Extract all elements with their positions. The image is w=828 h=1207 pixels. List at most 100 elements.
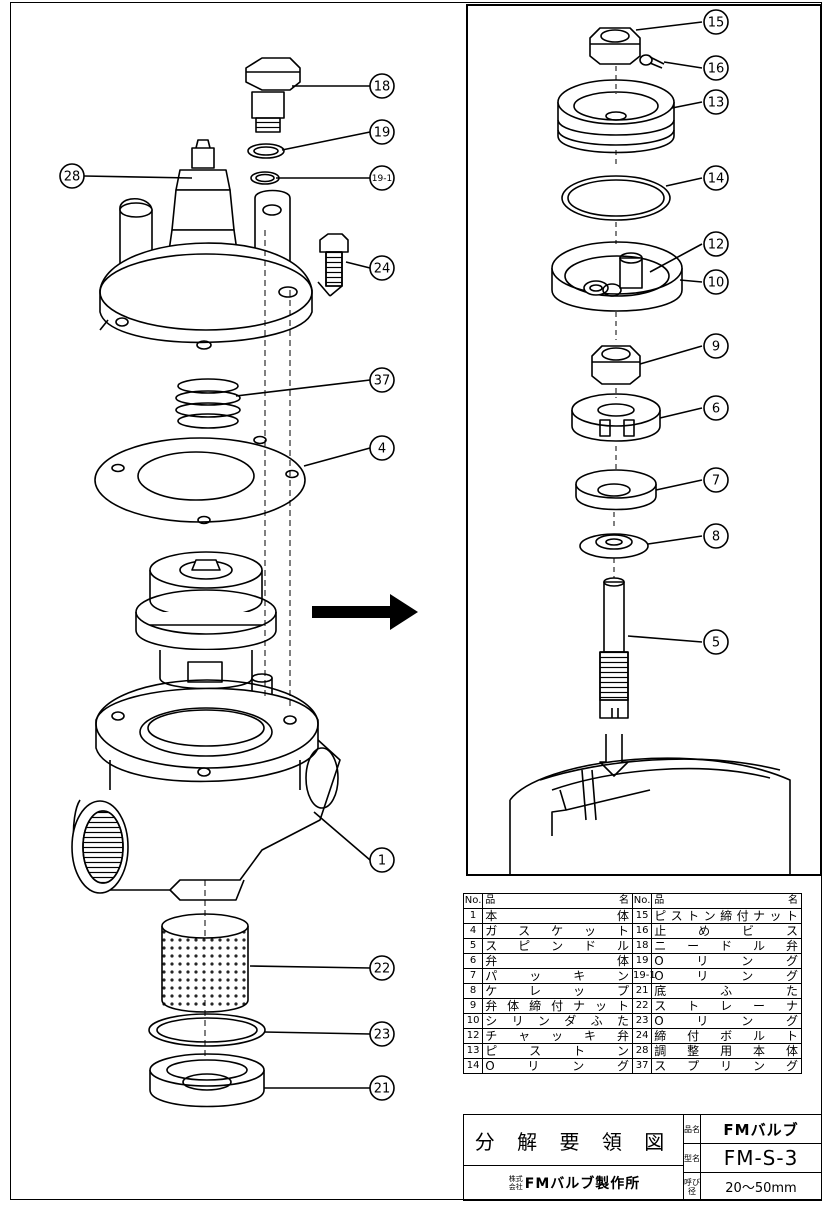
part-name: パッキン	[482, 968, 633, 984]
part-number: 6	[462, 953, 484, 969]
valve-disc-part-6	[571, 393, 661, 442]
part-number: 15	[631, 908, 653, 924]
callout-37: 37	[374, 374, 391, 389]
callout-5: 5	[712, 636, 720, 651]
company-prefix: 株式会社	[508, 1175, 523, 1191]
bottom-cover-part-21	[149, 1053, 265, 1108]
part-name: 締付ボルト	[651, 1028, 802, 1044]
nominal-size: 20〜50mm	[700, 1172, 822, 1201]
callout-24: 24	[374, 262, 391, 277]
part-name: Oリング	[651, 1013, 802, 1029]
part-number: 7	[462, 968, 484, 984]
company-name: FMバルブ製作所	[524, 1176, 641, 1192]
part-number: 4	[462, 923, 484, 939]
part-number: 24	[631, 1028, 653, 1044]
label-size: 呼び径	[683, 1172, 701, 1201]
callout-16: 16	[708, 62, 725, 77]
label-product: 品名	[683, 1114, 701, 1144]
label-model: 型名	[683, 1143, 701, 1173]
part-name: 調整用本体	[651, 1043, 802, 1059]
spring-part-37	[175, 378, 241, 429]
callout-21: 21	[374, 1082, 391, 1097]
title-block: 分 解 要 領 図 株式会社 FMバルブ製作所 品名 型名 呼び径 FMバルブ …	[463, 1114, 822, 1201]
part-name: スプリング	[651, 1058, 802, 1074]
part-number: 14	[462, 1058, 484, 1074]
part-name: ガスケット	[482, 923, 633, 939]
packing-part-7	[575, 469, 657, 511]
callout-19-1: 19-1	[372, 174, 392, 184]
part-name: シリンダふた	[482, 1013, 633, 1029]
part-number: 37	[631, 1058, 653, 1074]
o-ring-part-23	[148, 1013, 266, 1047]
part-number: 5	[462, 938, 484, 954]
valve-body-part-1	[71, 679, 341, 901]
part-number: 10	[462, 1013, 484, 1029]
part-number: 23	[631, 1013, 653, 1029]
piston-part-13	[557, 79, 675, 154]
part-number: 19	[631, 953, 653, 969]
part-name: Oリング	[482, 1058, 633, 1074]
o-ring-part-19	[247, 143, 285, 159]
callout-13: 13	[708, 96, 725, 111]
header-name-2: 品 名	[651, 893, 802, 909]
parts-table-header: No. 品 名 No. 品 名	[462, 893, 802, 909]
needle-valve-part-18	[245, 57, 301, 133]
callout-18: 18	[374, 80, 391, 95]
callout-19: 19	[374, 126, 391, 141]
part-number: 22	[631, 998, 653, 1014]
part-name: 弁体締付ナット	[482, 998, 633, 1014]
company-cell: 株式会社 FMバルブ製作所	[463, 1165, 684, 1201]
callout-14: 14	[708, 172, 725, 187]
brand-name: FMバルブ	[700, 1114, 822, 1144]
part-name: 底ふた	[651, 983, 802, 999]
part-name: ピストン	[482, 1043, 633, 1059]
part-number: 21	[631, 983, 653, 999]
callout-6: 6	[712, 402, 720, 417]
callout-28: 28	[64, 170, 81, 185]
callout-22: 22	[374, 962, 391, 977]
cylinder-cover-part-10	[551, 241, 683, 312]
drawing-title: 分 解 要 領 図	[463, 1114, 684, 1166]
part-number: 8	[462, 983, 484, 999]
adjuster-and-cover	[99, 139, 313, 350]
part-number: 28	[631, 1043, 653, 1059]
model-name: FM-S-3	[700, 1143, 822, 1173]
header-no-2: No.	[631, 893, 653, 909]
callout-4: 4	[378, 442, 386, 457]
set-screw-part-16	[639, 54, 665, 69]
callout-7: 7	[712, 474, 720, 489]
o-ring-part-14	[561, 175, 671, 221]
gasket-part-4	[94, 435, 306, 525]
part-name: 本体	[482, 908, 633, 924]
part-number: 16	[631, 923, 653, 939]
direction-arrow	[312, 594, 418, 630]
part-name: スピンドル	[482, 938, 633, 954]
clip-part-8	[579, 533, 649, 559]
part-name: チャッキ弁	[482, 1028, 633, 1044]
callout-23: 23	[374, 1028, 391, 1043]
part-name: 止めビス	[651, 923, 802, 939]
part-name: ピストン締付ナット	[651, 908, 802, 924]
header-name: 品 名	[482, 893, 633, 909]
part-name: ニードル弁	[651, 938, 802, 954]
part-number: 13	[462, 1043, 484, 1059]
piston-nut-part-15	[589, 27, 641, 65]
callout-8: 8	[712, 530, 720, 545]
callout-9: 9	[712, 340, 720, 355]
callout-15: 15	[708, 16, 725, 31]
callout-12: 12	[708, 238, 725, 253]
